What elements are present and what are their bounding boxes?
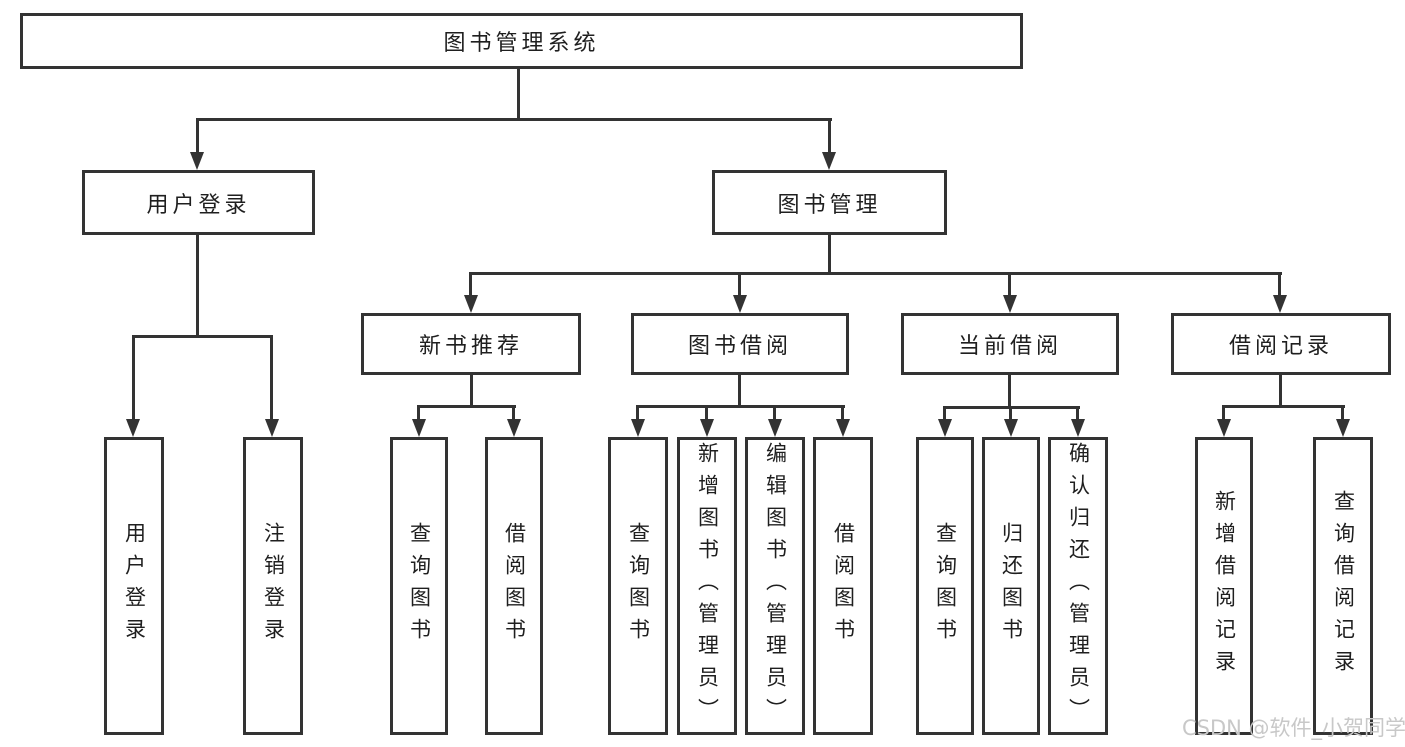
leaf-add-book-admin: 新增图书（管理员） [677, 437, 737, 735]
connector-line [470, 375, 473, 405]
connector-line [1279, 375, 1282, 405]
arrowhead [1004, 419, 1018, 437]
node-book-borrowing: 图书借阅 [631, 313, 849, 375]
connector-line [512, 405, 515, 421]
connector-line [1278, 272, 1281, 297]
connector-line [132, 335, 135, 421]
leaf-borrow-books: 借阅图书 [813, 437, 873, 735]
connector-line [469, 272, 1282, 275]
leaf-label: 查询图书 [407, 522, 432, 650]
leaf-label: 新增图书（管理员） [695, 442, 720, 730]
arrowhead [733, 295, 747, 313]
arrowhead [938, 419, 952, 437]
leaf-label: 新增借阅记录 [1212, 490, 1237, 682]
leaf-label: 查询图书 [626, 522, 651, 650]
arrowhead [464, 295, 478, 313]
leaf-edit-book-admin: 编辑图书（管理员） [745, 437, 805, 735]
node-new-book-recommend: 新书推荐 [361, 313, 581, 375]
connector-line [636, 405, 845, 408]
connector-line [738, 272, 741, 297]
arrowhead [768, 419, 782, 437]
connector-line [417, 405, 420, 421]
connector-line [738, 375, 741, 405]
leaf-label: 确认归还（管理员） [1066, 442, 1091, 730]
arrowhead [265, 419, 279, 437]
watermark: CSDN @软件_小贺同学 [1182, 716, 1405, 740]
leaf-borrow-books: 借阅图书 [485, 437, 543, 735]
node-user-login: 用户登录 [82, 170, 315, 235]
leaf-user-login: 用户登录 [104, 437, 164, 735]
arrowhead [822, 152, 836, 170]
node-borrowing-records: 借阅记录 [1171, 313, 1391, 375]
arrowhead [1071, 419, 1085, 437]
connector-line [841, 405, 844, 421]
connector-line [469, 272, 472, 297]
leaf-return-books: 归还图书 [982, 437, 1040, 735]
connector-line [773, 405, 776, 421]
connector-line [1076, 406, 1079, 421]
connector-line [1008, 272, 1011, 297]
connector-line [517, 69, 520, 118]
leaf-label: 借阅图书 [502, 522, 527, 650]
leaf-label: 用户登录 [122, 522, 147, 650]
node-root: 图书管理系统 [20, 13, 1023, 69]
leaf-logout: 注销登录 [243, 437, 303, 735]
arrowhead [1273, 295, 1287, 313]
arrowhead [631, 419, 645, 437]
leaf-query-books: 查询图书 [390, 437, 448, 735]
leaf-query-books: 查询图书 [608, 437, 668, 735]
connector-line [196, 118, 832, 121]
leaf-label: 查询借阅记录 [1331, 490, 1356, 682]
connector-line [828, 235, 831, 272]
connector-line [1009, 406, 1012, 421]
connector-line [196, 235, 199, 335]
arrowhead [412, 419, 426, 437]
connector-line [1008, 375, 1011, 406]
leaf-label: 查询图书 [933, 522, 958, 650]
arrowhead [126, 419, 140, 437]
arrowhead [190, 152, 204, 170]
connector-line [1222, 405, 1345, 408]
node-current-borrowing: 当前借阅 [901, 313, 1119, 375]
leaf-label: 注销登录 [261, 522, 286, 650]
connector-line [828, 118, 831, 156]
connector-line [1222, 405, 1225, 421]
arrowhead [700, 419, 714, 437]
leaf-query-books: 查询图书 [916, 437, 974, 735]
leaf-add-borrow-record: 新增借阅记录 [1195, 437, 1253, 735]
connector-line [636, 405, 639, 421]
leaf-label: 借阅图书 [831, 522, 856, 650]
arrowhead [1217, 419, 1231, 437]
connector-line [1341, 405, 1344, 421]
connector-line [705, 405, 708, 421]
connector-line [943, 406, 946, 421]
node-book-management: 图书管理 [712, 170, 947, 235]
arrowhead [1336, 419, 1350, 437]
arrowhead [507, 419, 521, 437]
leaf-label: 编辑图书（管理员） [763, 442, 788, 730]
arrowhead [1003, 295, 1017, 313]
connector-line [417, 405, 516, 408]
connector-line [196, 118, 199, 156]
leaf-query-borrow-record: 查询借阅记录 [1313, 437, 1373, 735]
leaf-confirm-return-admin: 确认归还（管理员） [1048, 437, 1108, 735]
leaf-label: 归还图书 [999, 522, 1024, 650]
arrowhead [836, 419, 850, 437]
connector-line [132, 335, 273, 338]
connector-line [270, 335, 273, 421]
